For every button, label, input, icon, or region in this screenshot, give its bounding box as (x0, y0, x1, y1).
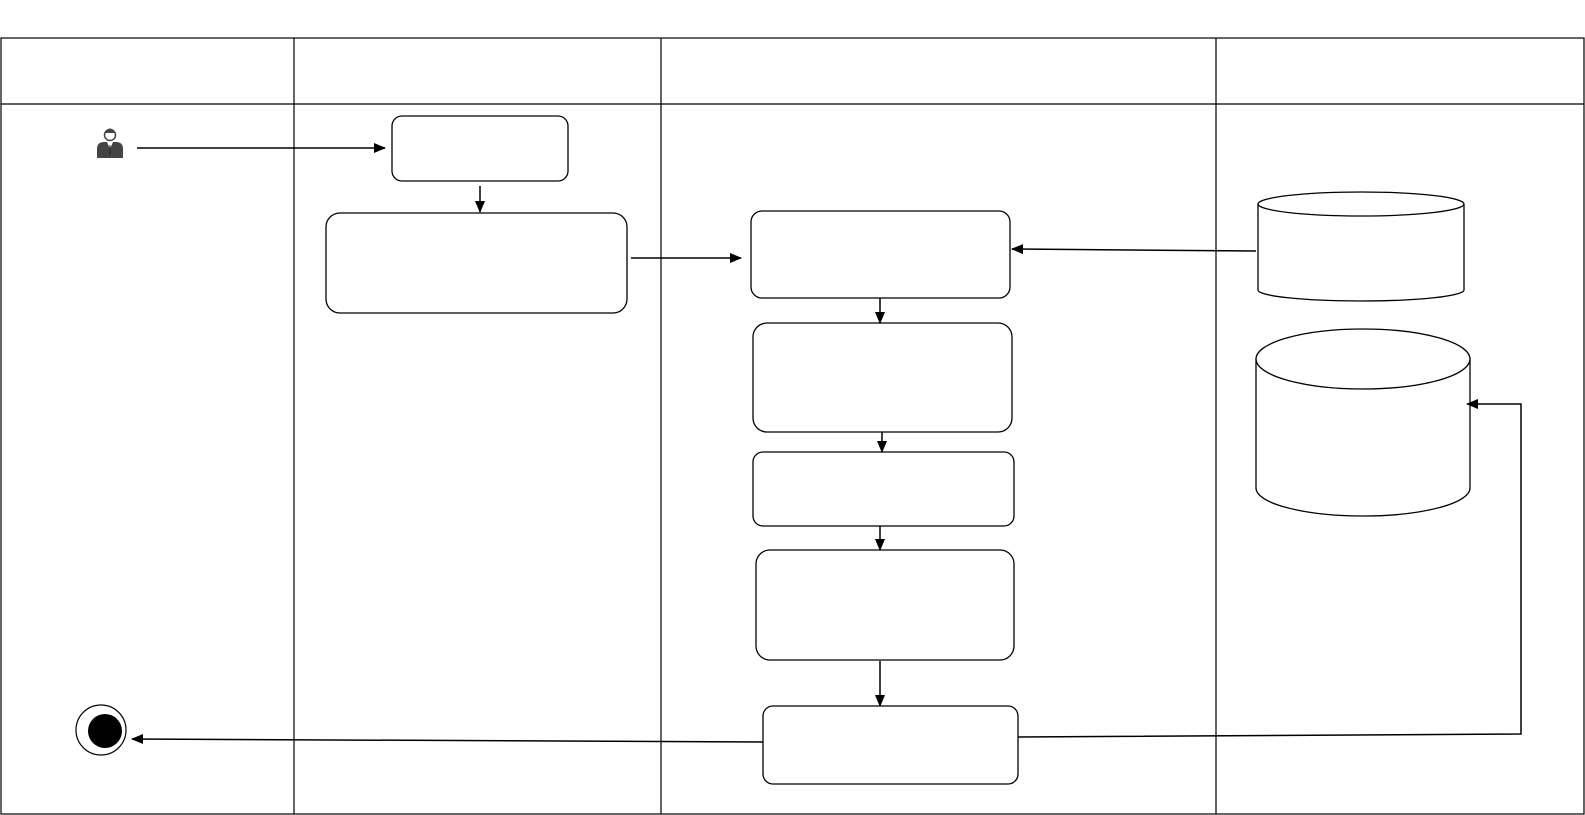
action-node-b4 (755, 549, 1015, 661)
swimlane-frame (0, 37, 1585, 815)
action-node-a2 (325, 212, 628, 314)
lane-border (0, 37, 1585, 815)
user-icon (97, 128, 123, 158)
edge-db1-b1 (1011, 244, 1257, 255)
action-node-b5 (762, 705, 1019, 785)
action-node-b1 (750, 210, 1011, 299)
action-node-b2 (752, 322, 1013, 433)
database-icon-db1 (1257, 191, 1465, 302)
database-icon-db2 (1255, 328, 1471, 517)
final-node (75, 704, 127, 756)
action-node-b3 (752, 451, 1015, 527)
edge-b5-end (131, 734, 764, 745)
action-node-a1 (391, 115, 569, 182)
connectors (131, 143, 1522, 745)
edge-b5-db2 (1017, 399, 1522, 738)
